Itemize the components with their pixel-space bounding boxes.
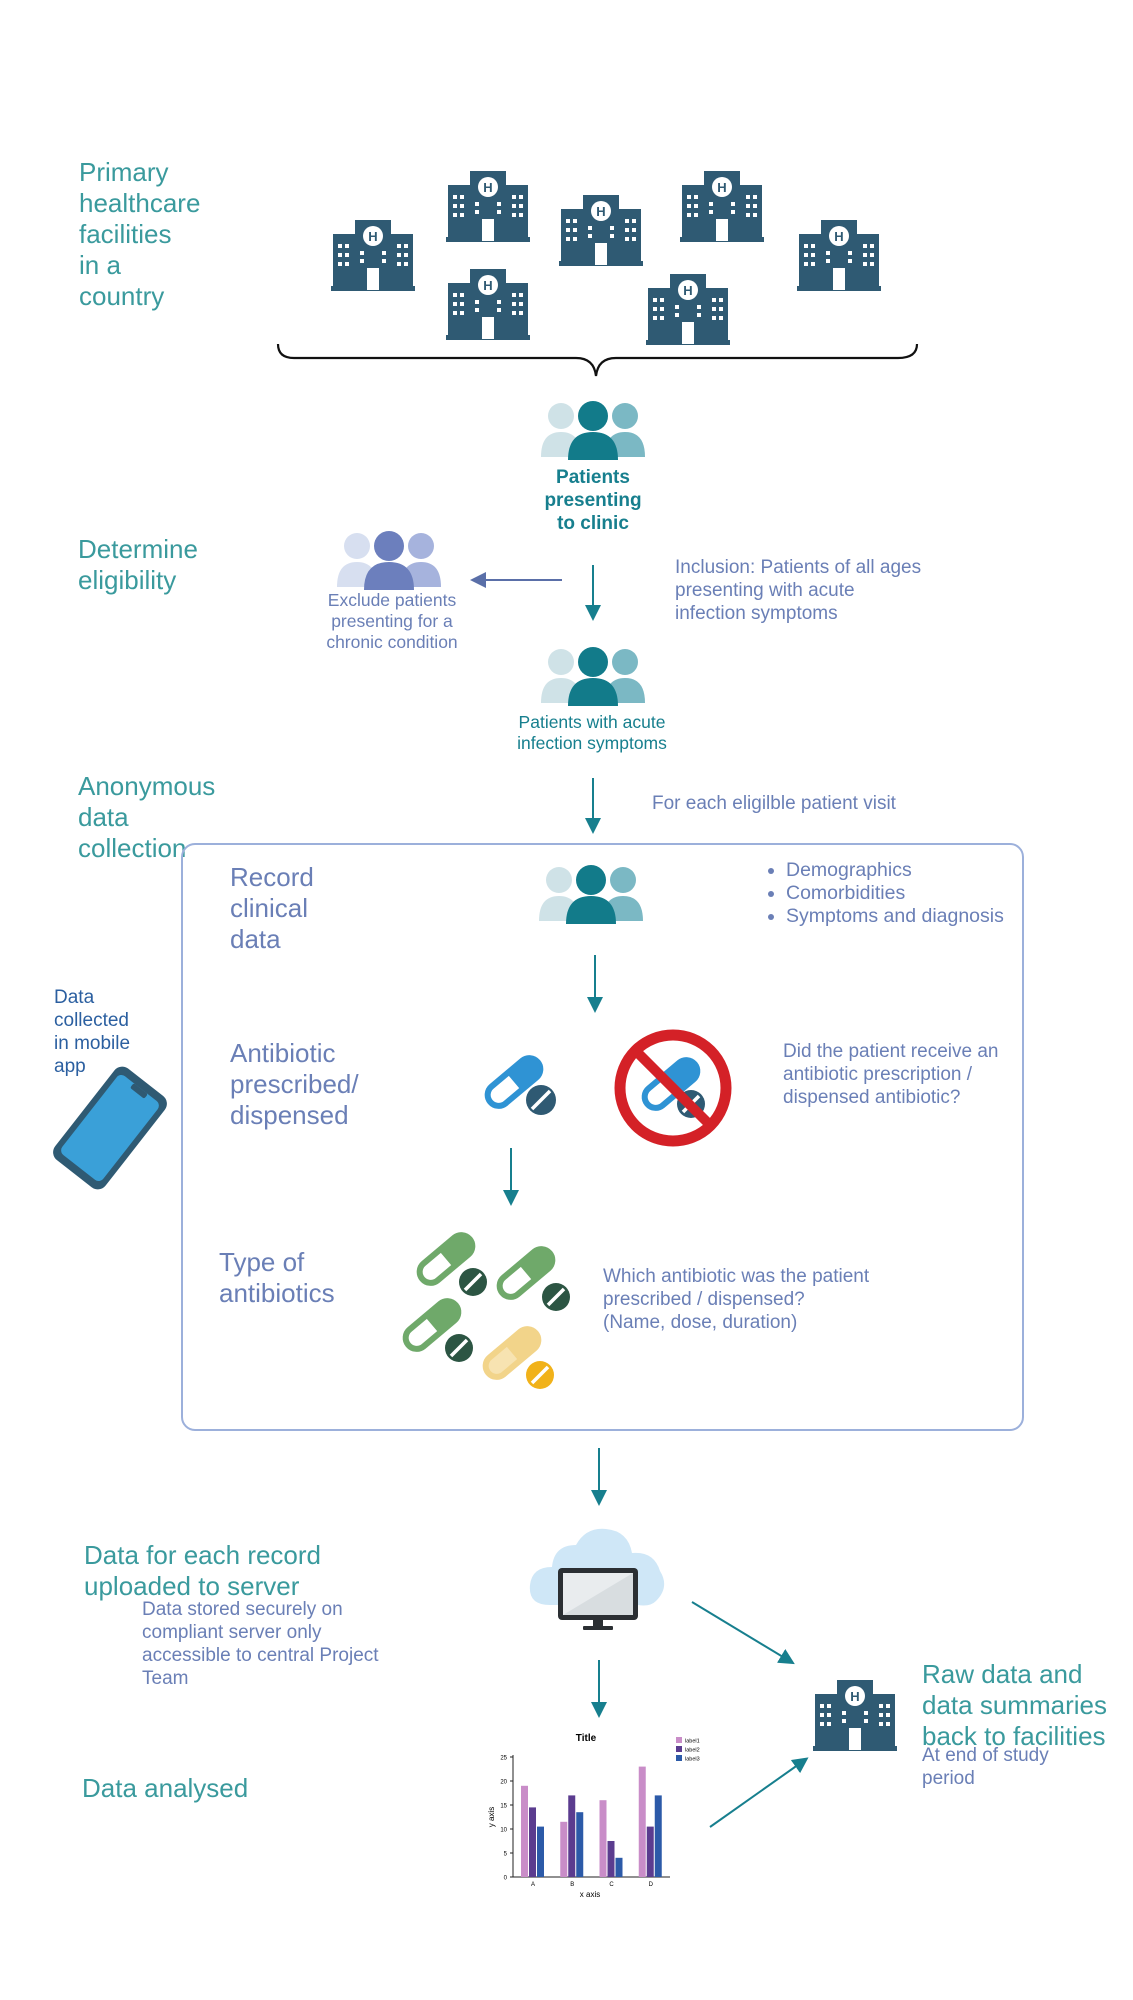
flow-arrow — [587, 955, 603, 1013]
legend-swatch — [676, 1746, 682, 1752]
hospital-building-icon — [680, 171, 764, 242]
chart-bar — [537, 1826, 544, 1877]
exclude-arrow — [470, 572, 562, 588]
chart-bar — [521, 1785, 528, 1877]
antibiotic-pills-icon — [402, 1232, 570, 1389]
list-item: Comorbidities — [786, 882, 1004, 905]
grouping-brace — [276, 343, 919, 377]
type-question: Which antibiotic was the patient prescri… — [603, 1266, 870, 1333]
stage-collection: Anonymous data collection — [78, 771, 216, 863]
x-tick-label: C — [609, 1882, 614, 1888]
legend-swatch — [676, 1737, 682, 1743]
chart-ylabel: y axis — [487, 1807, 496, 1827]
chart-bar — [568, 1795, 576, 1877]
chart-bar — [576, 1812, 584, 1877]
data-collection-box — [181, 843, 1024, 1431]
x-tick-label: D — [649, 1882, 654, 1888]
acute-patients-label: Patients with acute infection symptoms — [517, 712, 667, 753]
patient-group-icon — [541, 401, 645, 460]
stage-eligibility: Determine eligibility — [78, 534, 198, 595]
inclusion-note: Inclusion: Patients of all ages presenti… — [675, 557, 922, 624]
stage-analysed: Data analysed — [82, 1773, 249, 1803]
chart-bar — [638, 1766, 646, 1877]
chart-title: Title — [576, 1733, 597, 1744]
y-tick-label: 5 — [504, 1852, 508, 1858]
y-tick-label: 15 — [500, 1804, 507, 1810]
flow-arrow — [503, 1148, 519, 1206]
chart-bar — [654, 1795, 662, 1877]
chart-bar — [529, 1807, 536, 1877]
record-items-list: Demographics Comorbidities Symptoms and … — [764, 859, 1004, 928]
hospital-building-icon — [446, 269, 530, 340]
legend-label: label3 — [685, 1757, 700, 1763]
hospital-building-icon — [446, 171, 530, 242]
x-tick-label: B — [570, 1882, 574, 1888]
no-antibiotic-icon — [614, 1029, 732, 1147]
chart-bar — [646, 1826, 654, 1877]
server-note: Data stored securely on compliant server… — [142, 1599, 379, 1689]
stage-upload: Data for each record uploaded to server — [84, 1540, 322, 1601]
flow-arrow — [585, 778, 601, 834]
chart-bar — [615, 1857, 623, 1877]
hospital-building-icon — [559, 195, 643, 266]
mobile-app-note: Data collected in mobile app — [54, 987, 131, 1077]
capsule-pill-icon — [480, 1048, 556, 1115]
stage-facilities: Primary healthcare facilities in a count… — [79, 157, 201, 311]
antibiotic-question: Did the patient receive an antibiotic pr… — [783, 1041, 999, 1108]
cloud-computer-icon — [529, 1528, 665, 1630]
list-item: Demographics — [786, 859, 1004, 882]
each-visit-note: For each eligilble patient visit — [652, 793, 896, 814]
bar-chart: Title y axis x axis 0 5 10 15 20 25 A B C D labe… — [487, 1733, 700, 1899]
flow-arrow — [591, 1448, 607, 1506]
legend-swatch — [676, 1755, 682, 1761]
record-clinical-title: Record clinical data — [230, 862, 314, 954]
chart-bar — [560, 1821, 568, 1877]
patients-presenting-label: Patients presenting to clinic — [544, 467, 642, 534]
feedback-arrow — [709, 1757, 809, 1828]
chart-bar — [599, 1800, 607, 1877]
feedback-arrow — [691, 1601, 795, 1665]
patient-group-icon — [541, 647, 645, 706]
exclude-note: Exclude patients presenting for a chroni… — [326, 590, 458, 652]
excluded-patient-group-icon — [337, 531, 441, 590]
chart-bar — [607, 1841, 615, 1877]
end-of-study-note: At end of study period — [922, 1745, 1049, 1789]
type-antibiotics-title: Type of antibiotics — [219, 1247, 335, 1308]
y-tick-label: 25 — [500, 1756, 507, 1762]
legend-label: label2 — [685, 1748, 700, 1754]
y-tick-label: 20 — [500, 1780, 507, 1786]
patient-group-icon — [539, 865, 643, 924]
mobile-phone-icon — [53, 1066, 167, 1190]
hospital-building-icon — [797, 220, 881, 291]
hospital-building-icon — [813, 1680, 897, 1751]
hospital-building-icon — [646, 274, 730, 345]
flow-arrow — [585, 565, 601, 621]
hospital-building-icon — [331, 220, 415, 291]
flow-arrow — [591, 1660, 607, 1718]
antibiotic-title: Antibiotic prescribed/ dispensed — [230, 1038, 359, 1130]
y-tick-label: 10 — [500, 1828, 507, 1834]
stage-raw-back: Raw data and data summaries back to faci… — [922, 1659, 1107, 1751]
list-item: Symptoms and diagnosis — [786, 905, 1004, 928]
x-tick-label: A — [531, 1882, 535, 1888]
legend-label: label1 — [685, 1739, 700, 1745]
chart-xlabel: x axis — [580, 1890, 600, 1899]
y-tick-label: 0 — [504, 1876, 508, 1882]
